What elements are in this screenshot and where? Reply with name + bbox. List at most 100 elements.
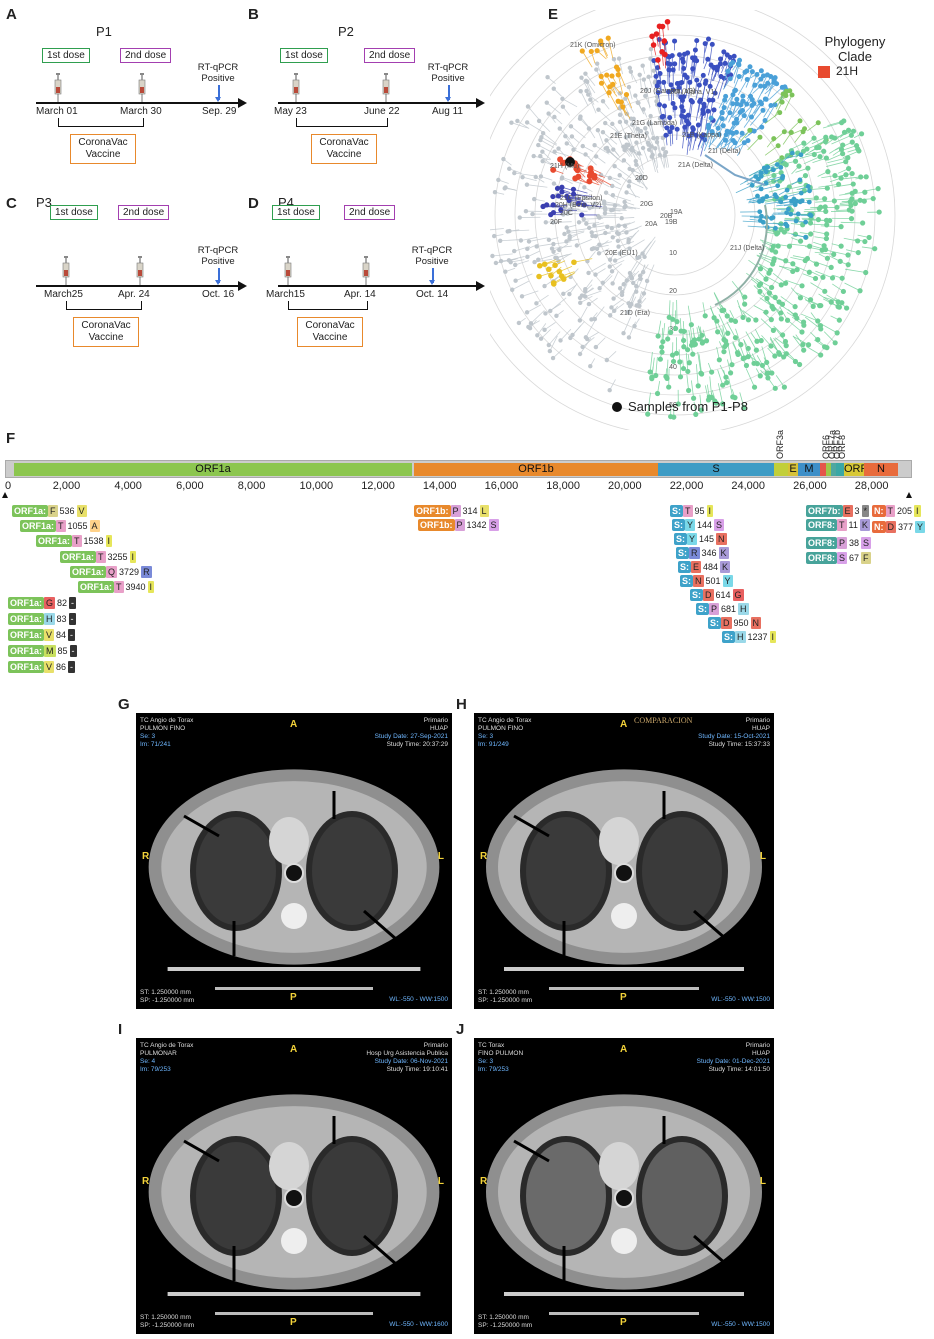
tree-tip [823, 217, 830, 223]
tree-tip [797, 177, 803, 183]
tree-tip [662, 51, 668, 58]
tree-tip [828, 299, 834, 305]
tree-tip [797, 295, 804, 301]
tree-tip [829, 275, 836, 281]
tree-branch [601, 82, 610, 98]
tree-branch [604, 201, 620, 205]
tree-tip [602, 201, 607, 206]
tree-tip [687, 79, 693, 85]
tree-branch [709, 67, 715, 85]
tree-branch [588, 262, 606, 274]
date-rtqpcr: Oct. 14 [416, 289, 449, 300]
tree-tip [688, 322, 694, 328]
genome-tick: 16,000 [484, 480, 519, 492]
tree-branch [697, 351, 702, 374]
tree-branch [717, 78, 725, 99]
tree-tip [814, 145, 820, 151]
tree-tip [665, 336, 671, 342]
tree-branch [692, 135, 697, 151]
tree-branch [709, 376, 713, 398]
tree-branch [570, 126, 586, 139]
tree-tip [784, 210, 790, 216]
tree-tip [823, 134, 829, 140]
tree-tip [596, 107, 601, 112]
tree-branch [594, 306, 605, 320]
tree-tip [703, 338, 710, 344]
tree-tip [694, 77, 700, 83]
tree-tip [724, 380, 730, 386]
tree-tip [644, 278, 650, 284]
tree-branch [573, 258, 593, 263]
tree-tip [727, 76, 733, 82]
tree-tip [546, 111, 551, 116]
tree-tip [622, 199, 627, 205]
tree-tip [735, 61, 741, 67]
tree-tip [630, 148, 635, 153]
tree-tip [674, 319, 680, 325]
tree-branch [772, 272, 786, 284]
tree-tip [805, 184, 811, 189]
tree-tip [541, 261, 548, 267]
tree-branch [585, 80, 592, 95]
tree-tip [691, 342, 697, 348]
rtqpcr-arrow [218, 268, 220, 283]
tree-branch [686, 136, 690, 155]
tree-tip [598, 80, 605, 86]
tree-branch [551, 245, 572, 249]
tree-branch [717, 369, 724, 386]
gene-orf1a: ORF1a [14, 463, 412, 476]
tree-branch [841, 176, 861, 180]
tree-tip [734, 120, 740, 126]
tree-tip [615, 238, 621, 244]
tree-branch [689, 101, 693, 124]
tree-branch [668, 300, 671, 318]
tree-tip [583, 335, 589, 340]
tree-tip [617, 251, 622, 256]
tree-tip [855, 238, 861, 244]
syringe-icon [382, 73, 390, 102]
tree-tip [768, 316, 774, 323]
tree-tip [818, 352, 824, 358]
tree-tip [732, 140, 738, 146]
tree-branch [594, 203, 617, 207]
tree-tip [550, 280, 557, 286]
tree-tip [540, 131, 546, 136]
vaccine-bracket [296, 118, 388, 127]
tree-tip [612, 308, 617, 314]
tree-branch [626, 192, 640, 198]
tree-tip [505, 229, 510, 234]
tree-tip [589, 230, 594, 235]
tree-tip [581, 216, 586, 222]
tree-tip [518, 238, 524, 243]
tree-branch [569, 231, 585, 237]
tree-tip [593, 272, 598, 277]
genome-tick: 4,000 [114, 480, 142, 492]
tree-branch [544, 322, 556, 331]
tree-tip [610, 183, 615, 189]
tree-branch [695, 84, 700, 100]
tree-tip [724, 313, 730, 319]
orient-left: L [437, 1176, 444, 1187]
tree-tip [795, 211, 801, 217]
tree-tip [770, 327, 776, 333]
patient-title: P2 [338, 24, 354, 39]
tree-branch [530, 310, 545, 324]
tree-tip [834, 330, 840, 336]
genome-tick: 0 [5, 480, 12, 492]
tree-tip [650, 152, 655, 158]
orient-left: L [437, 851, 444, 862]
tree-tip [723, 374, 729, 380]
tree-branch [594, 175, 612, 186]
tree-tip [745, 138, 751, 144]
tree-tip [855, 146, 861, 152]
tree-tip [665, 60, 671, 66]
tree-branch [765, 104, 776, 121]
tree-tip [757, 209, 763, 215]
tree-tip [614, 131, 620, 136]
clade-label: 20B [660, 213, 673, 220]
